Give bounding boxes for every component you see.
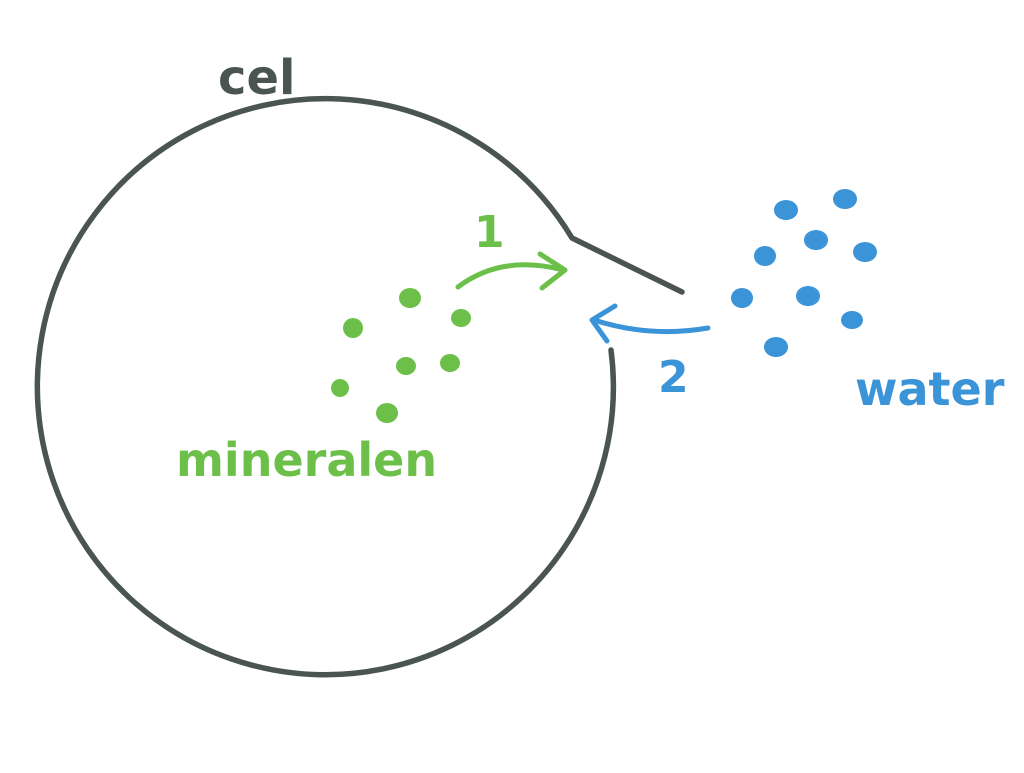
mineral-dot xyxy=(399,288,421,308)
water-label: water xyxy=(855,362,1005,416)
arrow-2 xyxy=(589,303,711,344)
water-dot xyxy=(764,337,788,357)
step-1-label: 1 xyxy=(474,207,505,258)
arrow-1 xyxy=(455,251,568,291)
arrow-1-head xyxy=(537,251,568,291)
mineral-dot xyxy=(440,354,460,372)
water-dot xyxy=(731,288,753,308)
step-2-label: 2 xyxy=(658,352,689,403)
mineral-dot xyxy=(451,309,471,327)
water-dot xyxy=(804,230,828,250)
mineral-dot xyxy=(396,357,416,375)
mineral-dot xyxy=(331,379,349,397)
water-dot xyxy=(841,311,863,329)
cell-wall-outline xyxy=(34,95,685,678)
water-dot xyxy=(833,189,857,209)
water-dot xyxy=(754,246,776,266)
arrow-2-shaft xyxy=(591,317,711,335)
cell-label: cel xyxy=(218,50,295,106)
minerals-label: mineralen xyxy=(176,433,437,487)
water-dot xyxy=(796,286,820,306)
mineral-dot xyxy=(343,318,363,338)
water-dot xyxy=(774,200,798,220)
water-particles xyxy=(731,189,877,357)
arrow-2-head xyxy=(589,303,618,344)
mineral-dot xyxy=(376,403,398,423)
water-dot xyxy=(853,242,877,262)
mineral-particles xyxy=(331,288,471,423)
arrow-1-shaft xyxy=(455,262,566,290)
cell-membrane xyxy=(34,95,685,678)
